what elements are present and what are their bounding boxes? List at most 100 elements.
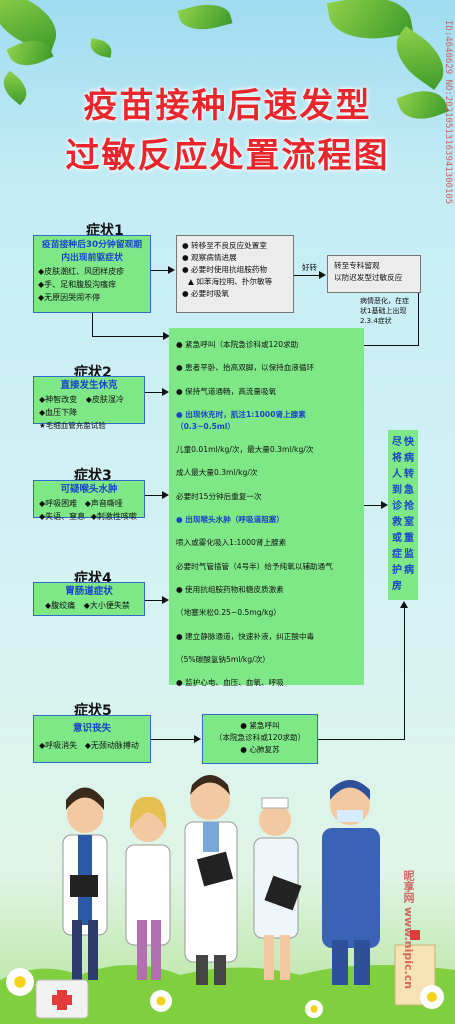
symptom5-item: ◆呼吸消失 (39, 741, 78, 750)
worsen-note: 病情恶化，在症 状1基础上出现 2.3.4症状 (360, 296, 420, 326)
treatment-list: ● 紧急呼叫（本院急诊科或120求助● 患者平卧、抬高双脚，以保持血液循环● 保… (176, 339, 357, 689)
symptom4-item: ◆大小便失禁 (83, 601, 130, 610)
daisy-decoration (305, 1000, 323, 1018)
first-aid-kit (35, 979, 89, 1019)
treatment-item: ● 监护心电、血压、血氧、呼吸 (176, 678, 284, 688)
daisy-decoration (150, 990, 172, 1012)
treatment-item: ● 建立静脉通道，快速补液，纠正酸中毒 (176, 631, 315, 641)
transfer-col-left: 尽将人到诊救或症护房 (391, 435, 403, 595)
connector (294, 275, 320, 277)
connector (92, 336, 164, 338)
transfer-char: 或 (392, 533, 402, 544)
nurse-figure (253, 797, 302, 980)
page-title-line1: 疫苗接种后速发型 (83, 86, 372, 126)
transfer-char: 尽 (392, 437, 402, 448)
specialist-line: 转至专科留观 (334, 261, 380, 270)
treatment-item: ● 使用抗组胺药物和糖皮质激素 (176, 584, 284, 594)
symptom4-item: ◆腹绞痛 (45, 601, 76, 610)
connector (364, 505, 382, 507)
connector (404, 608, 406, 740)
arrow (381, 501, 388, 509)
transfer-char: 重 (404, 533, 414, 544)
transfer-char: 护 (392, 565, 402, 576)
arrow (162, 388, 169, 396)
obs-item: ▲ 如苯海拉明、扑尔敏等 (188, 277, 273, 286)
treatment-item: 喷入或雾化吸入1:1000肾上腺素 (176, 538, 287, 548)
transfer-char: 将 (392, 453, 402, 464)
worsen-line: 病情恶化，在症 (360, 297, 409, 305)
emergency-line: ● 心肺复苏 (240, 745, 280, 754)
symptom2-row: ◆神智改变 ◆皮肤湿冷 (39, 393, 139, 406)
obs-item: ● 必要时使用抗组胺药物 (182, 265, 267, 274)
symptom5-title: 意识丧失 (72, 723, 111, 734)
arrow (162, 491, 169, 499)
arrow (319, 271, 326, 279)
specialist-line: 以防迟发型过敏反应 (334, 273, 403, 282)
connector (318, 739, 405, 741)
symptom3-row: ◆失语、窒息 ◆刺激性咳嗽 (39, 510, 139, 523)
symptom1-item: ◆手、足和腹股沟瘙痒 (38, 280, 117, 289)
page-title-line2: 过敏反应处置流程图 (65, 136, 390, 176)
doctor-figure (62, 787, 108, 980)
symptom3-title: 可疑喉头水肿 (60, 484, 118, 495)
transfer-box: 尽将人到诊救或症护房 快病转急抢室重监病 (388, 430, 418, 600)
symptom2-item: ◆神智改变 (39, 395, 78, 404)
symptom3-item: ◆刺激性咳嗽 (90, 512, 137, 521)
emergency-line: ● 紧急呼叫 (240, 721, 280, 730)
transfer-char: 转 (404, 469, 414, 480)
symptom3-item: ◆失语、窒息 (39, 512, 86, 521)
symptom2-title: 直接发生休克 (60, 380, 118, 391)
better-label: 好转 (302, 263, 317, 272)
treatment-item: ● 出现休克时，肌注1:1000肾上腺素（0.3~0.5ml） (176, 409, 306, 431)
treatment-item: （地塞米松0.25~0.5mg/kg） (176, 608, 281, 618)
symptom3-item: ◆呼吸困难 (39, 499, 78, 508)
treatment-box: ● 紧急呼叫（本院急诊科或120求助● 患者平卧、抬高双脚，以保持血液循环● 保… (169, 328, 364, 687)
symptom4-title: 胃肠道症状 (65, 586, 113, 597)
brand-watermark: 昵享网 www.nipic.cn (402, 870, 415, 990)
symptom2-item: ◆皮肤湿冷 (85, 395, 124, 404)
treatment-item: 儿童0.01ml/kg/次，最大量0.3ml/kg/次 (176, 445, 314, 455)
symptom5-box: 意识丧失 ◆呼吸消失 ◆无颈动脉搏动 (33, 715, 151, 763)
symptom5-item: ◆无颈动脉搏动 (84, 741, 139, 750)
side-watermark: ID:4640629 NO:20210513163941300105 (443, 20, 453, 205)
specialist-box: 转至专科留观 以防迟发型过敏反应 (327, 255, 421, 293)
treatment-item: ● 紧急呼叫（本院急诊科或120求助 (176, 340, 299, 349)
transfer-char: 诊 (392, 501, 402, 512)
transfer-char: 抢 (404, 501, 414, 512)
connector (145, 495, 163, 497)
symptom2-item: ★毛细血管充盈试验 (39, 421, 106, 430)
nurse-figure (125, 796, 171, 980)
symptom4-row: ◆腹绞痛 ◆大小便失禁 (39, 599, 139, 612)
transfer-char: 室 (404, 517, 414, 528)
emergency-line: （本院急诊科或120求助） (214, 733, 306, 742)
obs-item: ● 观察病情进展 (182, 253, 237, 262)
medical-staff-illustration (0, 775, 455, 1024)
treatment-item: 成人最大量0.3ml/kg/次 (176, 468, 258, 478)
arrow (194, 735, 201, 743)
symptom1-item: ◆无原因哭闹不停 (38, 293, 101, 302)
arrow (168, 266, 175, 274)
worsen-line: 状1基础上出现 (360, 307, 407, 315)
connector (151, 739, 195, 741)
obs-item: ● 转移至不良反应处置室 (182, 241, 267, 250)
leaf-decoration (177, 0, 233, 37)
doctor-figure (184, 775, 238, 985)
surgeon-figure (322, 780, 380, 985)
transfer-char: 救 (392, 517, 402, 528)
transfer-char: 监 (404, 549, 414, 560)
leaf-decoration (88, 38, 114, 58)
symptom2-box: 直接发生休克 ◆神智改变 ◆皮肤湿冷 ◆血压下降 ★毛细血管充盈试验 (33, 376, 145, 430)
symptom2-item: ◆血压下降 (39, 408, 78, 417)
treatment-item: 必要时15分钟后重复一次 (176, 491, 262, 501)
transfer-char: 快 (404, 437, 414, 448)
symptom3-row: ◆呼吸困难 ◆声音嘶哑 (39, 497, 139, 510)
observation-box: ● 转移至不良反应处置室 ● 观察病情进展 ● 必要时使用抗组胺药物 ▲ 如苯海… (176, 235, 294, 313)
obs-item: ● 必要时吸氧 (182, 289, 230, 298)
treatment-item: 必要时气管插管（4号半）给予纯氧以辅助通气 (176, 561, 333, 571)
treatment-item: （5%碳酸氢钠5ml/kg/次） (176, 654, 270, 664)
transfer-char: 病 (404, 453, 414, 464)
symptom1-item: ◆皮肤潮红、风团样皮疹 (38, 267, 125, 276)
arrow (163, 332, 170, 340)
connector (418, 293, 420, 345)
transfer-char: 急 (404, 485, 414, 496)
